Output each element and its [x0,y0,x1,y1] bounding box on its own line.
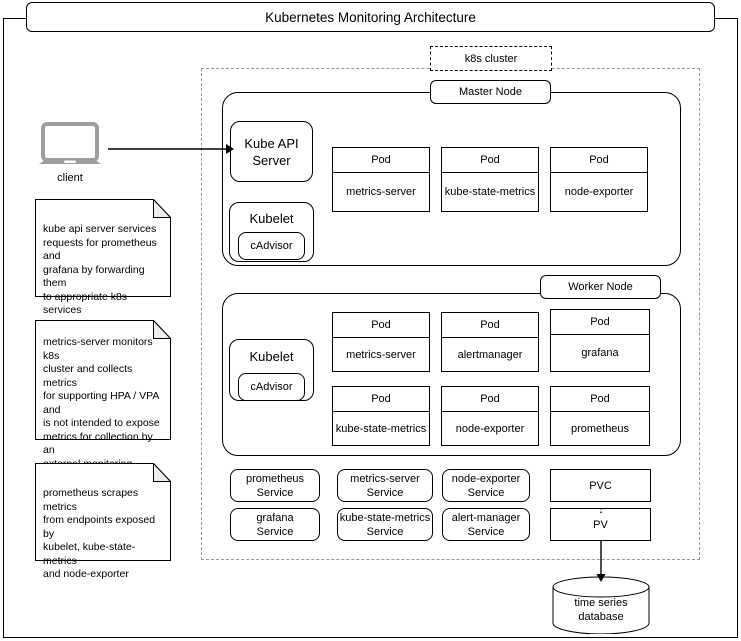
note-metrics-server: metrics-server monitors k8s cluster and … [35,320,171,483]
pv-label: PV [593,518,608,531]
database-label: time series database [574,597,628,623]
service-node-exporter[interactable]: node-exporter Service [442,469,530,502]
k8s-cluster-label: k8s cluster [430,46,552,71]
pod-box[interactable]: Pod grafana [550,309,650,372]
time-series-database[interactable]: time series database [552,576,650,635]
pod-box[interactable]: Pod metrics-server [332,312,430,372]
kube-api-server-label: Kube API Server [244,135,299,168]
kube-api-server-box[interactable]: Kube API Server [230,121,313,182]
pod-header: Pod [551,387,649,412]
pod-name: kube-state-metrics [335,422,427,435]
note-prometheus: prometheus scrapes metrics from endpoint… [35,463,171,580]
pod-box[interactable]: Pod kube-state-metrics [332,386,430,446]
connector-pv-to-database [595,541,607,583]
service-label: node-exporter Service [451,472,521,499]
kubelet-label: Kubelet [249,349,294,364]
cadvisor-label: cAdvisor [250,240,293,252]
service-label: prometheus Service [245,472,305,499]
pod-box[interactable]: Pod metrics-server [332,147,430,212]
pod-box[interactable]: Pod kube-state-metrics [441,147,539,212]
pod-header: Pod [551,148,647,173]
connector-client-to-api-server [108,140,236,158]
pod-name: node-exporter [564,186,634,198]
pod-header: Pod [442,148,538,173]
service-label: alert-manager Service [451,511,521,538]
pod-name: node-exporter [455,422,525,435]
service-metrics-server[interactable]: metrics-server Service [337,469,433,502]
note-kube-api: kube api server services requests for pr… [35,199,171,316]
pod-name: grafana [581,347,619,359]
master-cadvisor-box[interactable]: cAdvisor [238,232,305,260]
page-title: Kubernetes Monitoring Architecture [26,2,715,32]
pvc-label: PVC [589,479,612,492]
service-alert-manager[interactable]: alert-manager Service [442,508,530,541]
note-text: kube api server services requests for pr… [43,223,157,316]
pod-box[interactable]: Pod node-exporter [550,147,648,212]
pod-box[interactable]: Pod alertmanager [441,312,539,372]
pod-name: prometheus [570,422,630,435]
worker-cadvisor-box[interactable]: cAdvisor [238,373,305,401]
pod-name: kube-state-metrics [444,186,536,198]
pod-box[interactable]: Pod prometheus [550,386,650,446]
cadvisor-label: cAdvisor [250,381,293,393]
pvc-box[interactable]: PVC [550,469,651,502]
pod-header: Pod [333,387,429,412]
pod-header: Pod [442,387,538,412]
pod-box[interactable]: Pod node-exporter [441,386,539,446]
service-prometheus[interactable]: prometheus Service [230,469,320,502]
pod-name: alertmanager [457,348,523,361]
pod-header: Pod [551,310,649,335]
kubelet-label: Kubelet [249,211,294,226]
worker-node-label: Worker Node [540,275,661,299]
pod-header: Pod [333,148,429,173]
pod-name: metrics-server [346,186,416,198]
service-kube-state-metrics[interactable]: kube-state-metrics Service [337,508,433,541]
service-label: grafana Service [256,511,294,538]
service-label: kube-state-metrics Service [339,511,431,538]
service-label: metrics-server Service [350,472,420,499]
service-grafana[interactable]: grafana Service [230,508,320,541]
pod-header: Pod [442,313,538,338]
laptop-icon [38,122,102,170]
note-text: prometheus scrapes metrics from endpoint… [43,487,156,580]
pod-header: Pod [333,313,429,338]
connector-pvc-to-pv [596,502,606,515]
pod-name: metrics-server [346,348,416,361]
client-label: client [57,172,83,184]
master-node-label: Master Node [430,80,551,104]
